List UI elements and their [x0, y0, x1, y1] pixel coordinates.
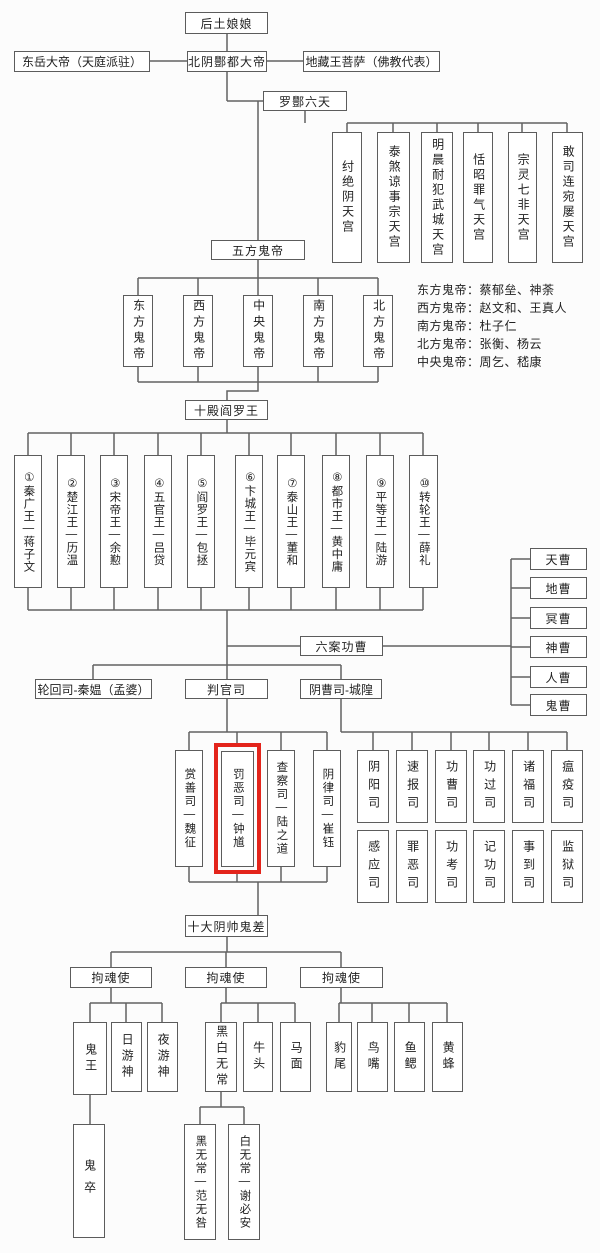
node-cao-ming: 冥曹 — [530, 607, 587, 629]
node-office-shidao: 事到司 — [512, 830, 544, 903]
node-juhunshi-right: 拘魂使 — [300, 967, 383, 988]
node-king-3: ③宋帝王—余懃 — [100, 455, 128, 588]
node-king-9: ⑨平等王—陆游 — [366, 455, 394, 588]
note-north: 北方鬼帝：张衡、杨云 — [417, 337, 543, 351]
node-king-8: ⑧都市王—黄中庸 — [322, 455, 350, 588]
node-guizu: 鬼卒 — [73, 1124, 105, 1238]
node-king-10: ⑩转轮王—薛礼 — [409, 455, 438, 588]
node-king-6: ⑥卞城王—毕元宾 — [235, 455, 263, 588]
node-hei-wuchang-fanwujiu: 黑无常—范无咎 — [184, 1124, 216, 1240]
node-cao-tian: 天曹 — [530, 548, 587, 570]
node-office-jigong: 记功司 — [473, 830, 505, 903]
note-south: 南方鬼帝：杜子仁 — [417, 319, 518, 333]
node-office-jianyu: 监狱司 — [551, 830, 583, 903]
node-guiwang: 鬼王 — [73, 1022, 107, 1095]
node-juhunshi-middle: 拘魂使 — [185, 967, 267, 988]
node-emperor-south: 南方鬼帝 — [303, 295, 333, 367]
node-office-wenyi: 瘟疫司 — [551, 750, 583, 823]
highlight-frame-zhongkui — [214, 743, 261, 874]
note-west: 西方鬼帝：赵文和、王真人 — [417, 301, 568, 315]
node-palace-2: 泰煞谅事宗天宫 — [377, 132, 410, 263]
node-niaozui: 鸟嘴 — [357, 1022, 388, 1092]
node-palace-3: 明晨耐犯武城天宫 — [421, 132, 453, 263]
node-emperor-center: 中央鬼帝 — [243, 295, 273, 367]
node-huangfeng: 黄蜂 — [432, 1022, 463, 1092]
node-office-gongcao: 功曹司 — [435, 750, 467, 823]
node-bai-wuchang-xiebian: 白无常—谢必安 — [228, 1124, 260, 1240]
node-juhunshi-left: 拘魂使 — [70, 967, 152, 988]
node-wufang-guidi: 五方鬼帝 — [211, 240, 305, 260]
node-king-2: ②楚江王—历温 — [57, 455, 85, 588]
node-office-ganying: 感应司 — [357, 830, 389, 903]
node-dizang-pusa: 地藏王菩萨（佛教代表） — [303, 51, 440, 72]
node-office-subao: 速报司 — [396, 750, 428, 823]
node-office-gongkao: 功考司 — [435, 830, 467, 903]
node-judge-yinlv-cuiyu: 阴律司—崔钰 — [313, 750, 341, 867]
node-palace-6: 敢司连宛屡天宫 — [552, 132, 583, 263]
node-office-gongguo: 功过司 — [473, 750, 505, 823]
node-emperor-west: 西方鬼帝 — [183, 295, 213, 367]
node-king-7: ⑦泰山王—董和 — [277, 455, 305, 588]
node-liuan-gongcao: 六案功曹 — [300, 636, 383, 656]
node-palace-1: 纣绝阴天宫 — [332, 132, 362, 263]
node-dongyue-dadi: 东岳大帝（天庭派驻） — [14, 51, 150, 72]
node-yeyoushen: 夜游神 — [147, 1022, 178, 1092]
node-king-1: ①秦广王—蒋子文 — [14, 455, 42, 588]
node-palace-4: 恬昭罪气天宫 — [463, 132, 493, 263]
node-niutou: 牛头 — [243, 1022, 273, 1092]
node-judge-chacha-luzhidao: 查察司—陆之道 — [267, 750, 295, 867]
node-beiyin-fengdu-dadi: 北阴酆都大帝 — [187, 51, 267, 72]
node-cao-gui: 鬼曹 — [530, 694, 587, 716]
note-east: 东方鬼帝：蔡郁垒、神荼 — [417, 283, 555, 297]
node-riyoushen: 日游神 — [111, 1022, 142, 1092]
node-lunhui-si-mengpo: 轮回司-秦媪（孟婆） — [35, 679, 152, 699]
node-luofeng-liutian: 罗酆六天 — [263, 91, 347, 111]
node-palace-5: 宗灵七非天宫 — [508, 132, 537, 263]
node-heibai-wuchang: 黑白无常 — [205, 1022, 237, 1092]
node-shidian-yanluo: 十殿阎罗王 — [185, 400, 268, 420]
node-office-yinyang: 阴阳司 — [357, 750, 389, 823]
node-mamian: 马面 — [280, 1022, 311, 1092]
node-baowei: 豹尾 — [326, 1022, 352, 1092]
node-office-zuie: 罪恶司 — [396, 830, 428, 903]
node-yincao-si-chenghuang: 阴曹司-城隍 — [300, 679, 382, 699]
node-judge-fae-zhongkui: 罚恶司—钟馗 — [221, 751, 254, 867]
node-emperor-east: 东方鬼帝 — [123, 295, 153, 367]
node-judge-shangshan-weizheng: 赏善司—魏征 — [175, 750, 203, 867]
node-panguan-si: 判官司 — [185, 679, 268, 699]
note-center: 中央鬼帝：周乞、嵇康 — [417, 355, 543, 369]
node-houtu-niangniang: 后土娘娘 — [185, 12, 268, 34]
node-office-zhufu: 诸福司 — [512, 750, 544, 823]
node-shida-yinshuai: 十大阴帅鬼差 — [185, 915, 268, 937]
node-king-5: ⑤阎罗王—包拯 — [187, 455, 215, 588]
node-king-4: ④五官王—吕贷 — [144, 455, 172, 588]
node-emperor-north: 北方鬼帝 — [363, 295, 393, 367]
node-cao-di: 地曹 — [530, 577, 587, 599]
node-yusai: 鱼鳃 — [394, 1022, 425, 1092]
node-cao-ren: 人曹 — [530, 666, 587, 688]
ghost-emperor-notes: 东方鬼帝：蔡郁垒、神荼 西方鬼帝：赵文和、王真人 南方鬼帝：杜子仁 北方鬼帝：张… — [417, 281, 597, 371]
node-cao-shen: 神曹 — [530, 636, 587, 658]
